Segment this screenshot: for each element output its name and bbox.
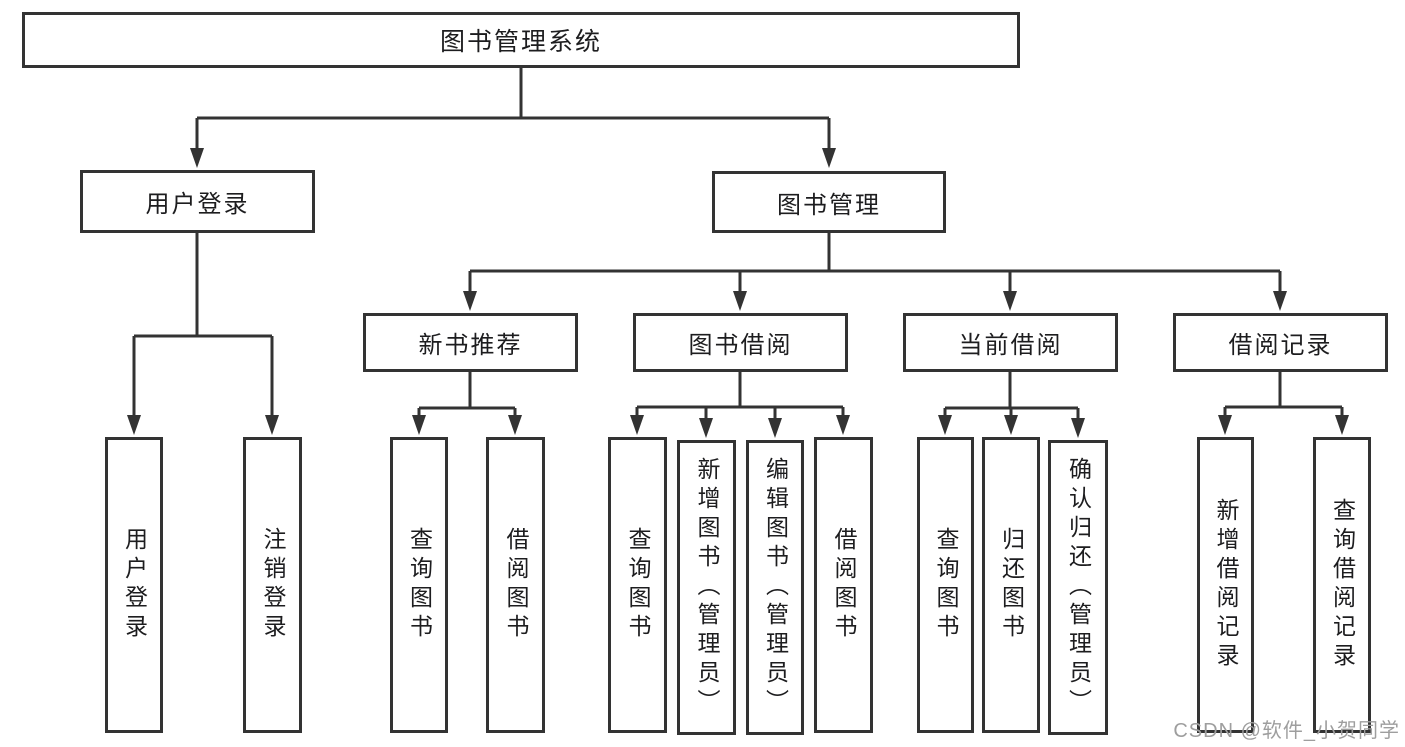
node-library-system: 图书管理系统: [22, 12, 1020, 68]
node-label: 查询图书: [406, 527, 433, 643]
arrow-down-icon: [630, 415, 644, 435]
node-label: 编辑图书（管理员）: [762, 457, 789, 718]
node-query-borrow-record: 查询借阅记录: [1313, 437, 1371, 733]
arrow-down-icon: [938, 415, 952, 435]
node-label: 注销登录: [260, 527, 286, 643]
node-label: 确认归还（管理员）: [1065, 457, 1092, 718]
node-label: 新增图书（管理员）: [694, 457, 720, 718]
arrow-down-icon: [508, 415, 522, 435]
arrowheads: [127, 148, 1349, 438]
csdn-watermark: CSDN @软件_小贺同学: [1173, 720, 1400, 742]
arrow-down-icon: [699, 418, 713, 438]
node-logout: 注销登录: [243, 437, 302, 733]
arrow-down-icon: [265, 415, 279, 435]
node-label: 借阅图书: [503, 527, 529, 643]
arrow-down-icon: [836, 415, 850, 435]
node-query-books-current: 查询图书: [917, 437, 974, 733]
arrow-down-icon: [412, 415, 426, 435]
arrow-down-icon: [1071, 418, 1085, 438]
node-label: 图书管理: [777, 191, 881, 219]
node-new-book-recommend: 新书推荐: [363, 313, 578, 372]
arrow-down-icon: [463, 291, 477, 311]
node-label: 查询图书: [933, 527, 959, 643]
node-add-book-admin: 新增图书（管理员）: [677, 440, 736, 735]
arrow-down-icon: [1273, 291, 1287, 311]
node-current-borrow: 当前借阅: [903, 313, 1118, 372]
node-borrow-books-recommend: 借阅图书: [486, 437, 545, 733]
arrow-down-icon: [822, 148, 836, 168]
node-book-management: 图书管理: [712, 171, 946, 233]
node-edit-book-admin: 编辑图书（管理员）: [746, 440, 804, 735]
node-user-login: 用户登录: [80, 170, 315, 233]
node-query-books-recommend: 查询图书: [390, 437, 448, 733]
arrow-down-icon: [768, 418, 782, 438]
arrow-down-icon: [1004, 415, 1018, 435]
node-query-books-borrow: 查询图书: [608, 437, 667, 733]
node-label: 新书推荐: [418, 332, 523, 359]
node-label: 查询图书: [625, 527, 651, 643]
arrow-down-icon: [190, 148, 204, 168]
node-label: 归还图书: [998, 527, 1025, 643]
node-label: 用户登录: [145, 191, 250, 218]
node-label: 新增借阅记录: [1213, 498, 1239, 672]
connector-paths: [132, 68, 1344, 420]
arrow-down-icon: [733, 291, 747, 311]
node-label: 查询借阅记录: [1329, 498, 1356, 672]
node-user-login-leaf: 用户登录: [105, 437, 163, 733]
arrow-down-icon: [1003, 291, 1017, 311]
node-borrow-books-borrow: 借阅图书: [814, 437, 873, 733]
node-borrow-records: 借阅记录: [1173, 313, 1388, 372]
node-label: 图书管理系统: [439, 28, 602, 56]
node-confirm-return-admin: 确认归还（管理员）: [1048, 440, 1108, 735]
node-label: 当前借阅: [958, 332, 1063, 359]
node-return-book: 归还图书: [982, 437, 1040, 733]
node-label: 借阅图书: [831, 527, 857, 643]
node-label: 图书借阅: [688, 332, 793, 359]
arrow-down-icon: [1218, 415, 1232, 435]
node-label: 用户登录: [121, 527, 148, 643]
node-book-borrow: 图书借阅: [633, 313, 848, 372]
arrow-down-icon: [127, 415, 141, 435]
arrow-down-icon: [1335, 415, 1349, 435]
node-label: 借阅记录: [1228, 332, 1333, 359]
node-add-borrow-record: 新增借阅记录: [1197, 437, 1254, 733]
